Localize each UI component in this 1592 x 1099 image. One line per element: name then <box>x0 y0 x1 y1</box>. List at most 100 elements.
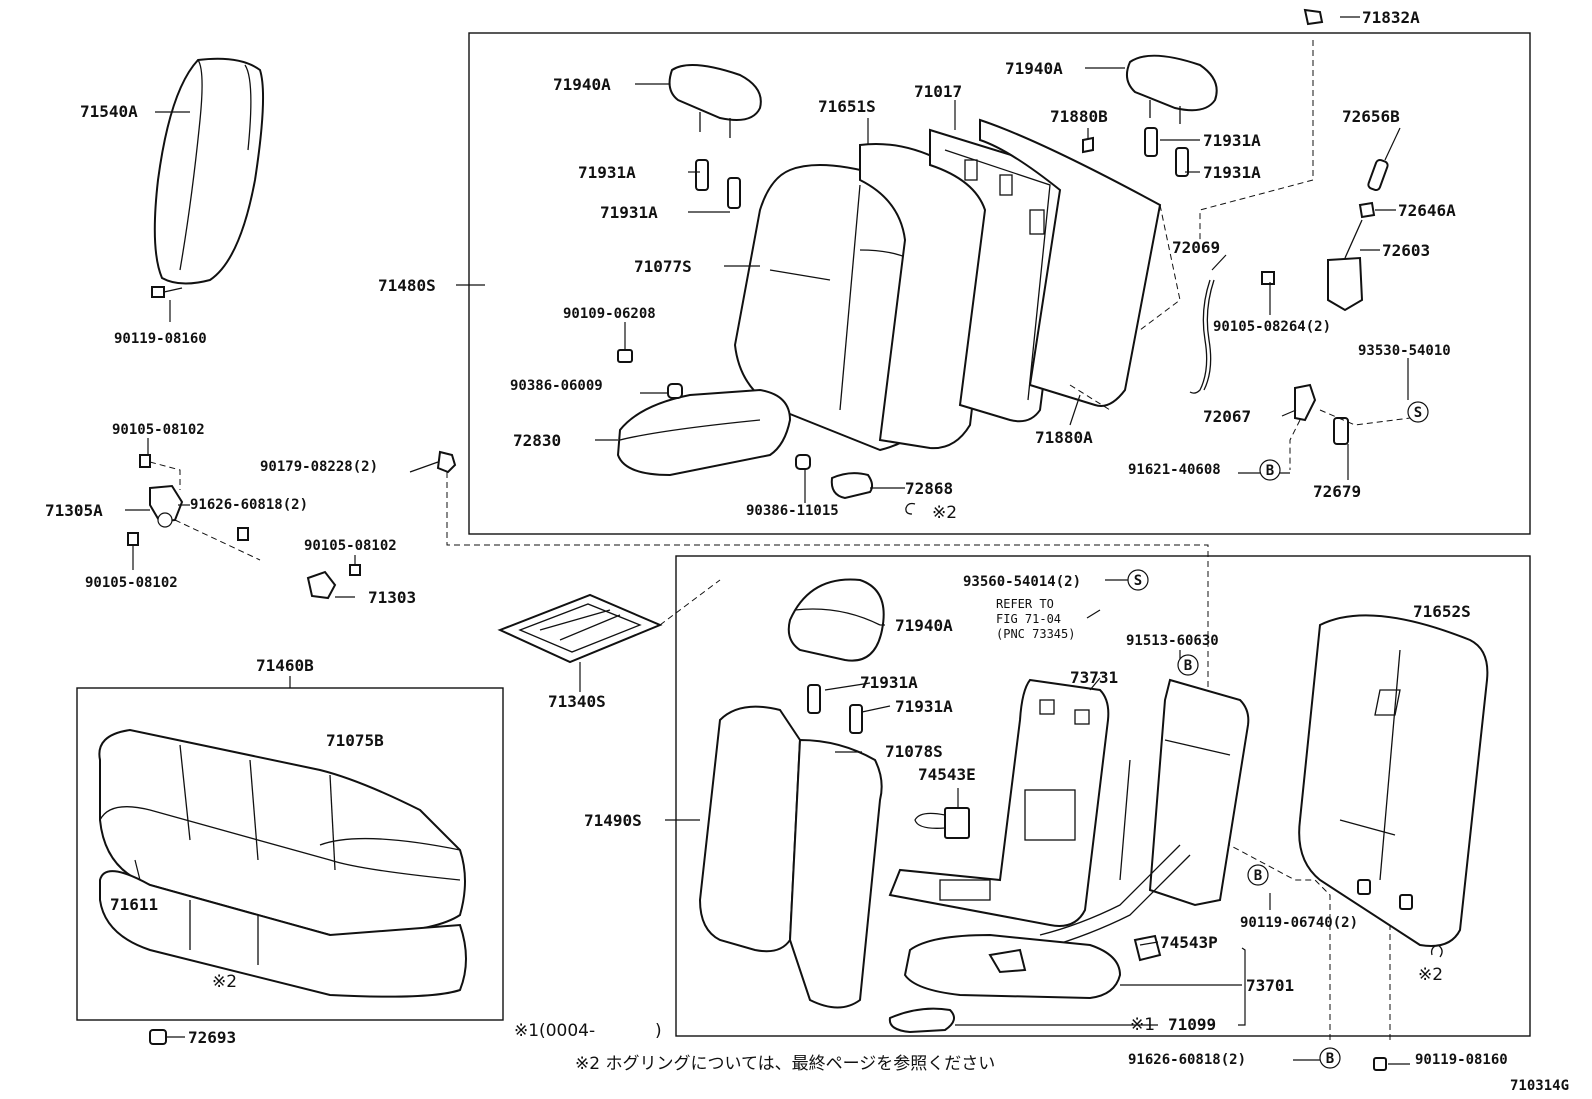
label-71480S: 71480S <box>378 276 436 295</box>
label-71931A: 71931A <box>860 673 918 692</box>
label-71611: 71611 <box>110 895 158 914</box>
label-71931A: 71931A <box>895 697 953 716</box>
callout-b-circle: B <box>1177 654 1199 676</box>
label-72656B: 72656B <box>1342 107 1400 126</box>
label-71460B: 71460B <box>256 656 314 675</box>
bolt-90119-08160-top <box>151 286 183 298</box>
label-71540A: 71540A <box>80 102 138 121</box>
label-71931A: 71931A <box>1203 163 1261 182</box>
plate-72679 <box>1319 409 1411 445</box>
headrest-71940A-left <box>668 64 762 138</box>
label-71940A: 71940A <box>1005 59 1063 78</box>
label-72693: 72693 <box>188 1028 236 1047</box>
label-71940A: 71940A <box>553 75 611 94</box>
label-72679: 72679 <box>1313 482 1361 501</box>
hog-ring-note-mark: ※2 <box>932 503 957 523</box>
svg-text:B: B <box>1326 1051 1334 1067</box>
label-91513-60630: 91513-60630 <box>1126 633 1219 649</box>
knob-72656B <box>1367 158 1389 192</box>
svg-text:B: B <box>1184 658 1192 674</box>
spacer-90386-11015 <box>795 454 811 470</box>
label-71652S: 71652S <box>1413 602 1471 621</box>
lower-assembly-frame <box>675 555 1531 1037</box>
cover-72868 <box>830 472 874 500</box>
armrest-72830 <box>616 388 792 477</box>
label-71075B: 71075B <box>326 731 384 750</box>
clip-71303 <box>306 564 361 600</box>
callout-b-circle: B <box>1259 459 1281 481</box>
label-91621-40608: 91621-40608 <box>1128 462 1221 478</box>
clip-71832A <box>1303 8 1324 26</box>
svg-text:B: B <box>1266 463 1274 479</box>
label-72646A: 72646A <box>1398 201 1456 220</box>
label-71078S: 71078S <box>885 742 943 761</box>
label-71017: 71017 <box>914 82 962 101</box>
refer-note-line2: FIG 71-04 <box>996 612 1061 626</box>
hog-ring-note-mark: ※2 <box>212 972 237 992</box>
label-71880B: 71880B <box>1050 107 1108 126</box>
headrest-71940A-lower <box>787 578 885 662</box>
label-74543E: 74543E <box>918 765 976 784</box>
side-bolster-71540A <box>153 57 265 285</box>
callout-s-circle: S <box>1127 569 1149 591</box>
label-91626-60818: 91626-60818(2) <box>1128 1052 1246 1068</box>
label-71305A: 71305A <box>45 501 103 520</box>
upper-assembly-frame <box>468 32 1531 535</box>
hog-ring-note-mark: ※2 <box>1418 965 1443 985</box>
svg-text:B: B <box>1254 868 1262 884</box>
label-71931A: 71931A <box>1203 131 1261 150</box>
label-71340S: 71340S <box>548 692 606 711</box>
clip-71880B <box>1082 136 1094 154</box>
bolt-90109-06208 <box>617 349 633 363</box>
label-71931A: 71931A <box>578 163 636 182</box>
cover-71099 <box>888 1007 955 1034</box>
label-90119-08160: 90119-08160 <box>1415 1052 1508 1068</box>
production-date-note-close: ) <box>655 1021 662 1041</box>
connector-line <box>1219 839 1331 1040</box>
hog-ring-mark-upper <box>905 502 916 515</box>
label-71940A: 71940A <box>895 616 953 635</box>
label-90105-08102: 90105-08102 <box>85 575 178 591</box>
refer-note-line1: REFER TO <box>996 597 1054 611</box>
label-72603: 72603 <box>1382 241 1430 260</box>
label-71880A: 71880A <box>1035 428 1093 447</box>
bezel-72646A <box>1358 201 1376 219</box>
label-90109-06208: 90109-06208 <box>563 306 656 322</box>
label-90105-08102: 90105-08102 <box>112 422 205 438</box>
seat-cushion-71460B <box>98 728 467 998</box>
label-72069: 72069 <box>1172 238 1220 257</box>
bolt-90119-06740 <box>1357 879 1413 910</box>
seat-back-71652S <box>1298 614 1489 947</box>
label-90179-08228: 90179-08228(2) <box>260 459 378 475</box>
clip-72693 <box>149 1029 185 1045</box>
label-90119-08160: 90119-08160 <box>114 331 207 347</box>
lock-72603 <box>1261 219 1364 312</box>
guide-71931A <box>695 127 1189 209</box>
label-74543P: 74543P <box>1160 933 1218 952</box>
label-90105-08102: 90105-08102 <box>304 538 397 554</box>
production-date-mark: ※1 <box>1130 1015 1155 1035</box>
label-93560-54014: 93560-54014(2) <box>963 574 1081 590</box>
headrest-71940A-right <box>1125 54 1218 124</box>
connector-line <box>1199 40 1314 240</box>
figure-code: 710314G <box>1510 1078 1569 1094</box>
label-71651S: 71651S <box>818 97 876 116</box>
label-71303: 71303 <box>368 588 416 607</box>
cable-72069 <box>1189 279 1215 394</box>
guide-71931A-lower <box>807 684 863 734</box>
bracket-71305A <box>127 454 261 561</box>
callout-b-circle: B <box>1247 864 1269 886</box>
back-board-71880A <box>979 118 1181 411</box>
seat-frame-73731 <box>888 678 1110 927</box>
label-72868: 72868 <box>905 479 953 498</box>
footnote: ※2 ホグリングについては、最終ページを参照ください <box>575 1054 995 1074</box>
seat-back-cover-71078S <box>698 705 883 1009</box>
label-71099: 71099 <box>1168 1015 1216 1034</box>
seat-cushion-lower <box>903 933 1122 1000</box>
tag-74543E <box>914 807 970 839</box>
spacer-90386-06009 <box>667 383 683 399</box>
label-90386-06009: 90386-06009 <box>510 378 603 394</box>
connector-line <box>446 472 1209 720</box>
production-date-note: ※1(0004- <box>514 1021 595 1041</box>
